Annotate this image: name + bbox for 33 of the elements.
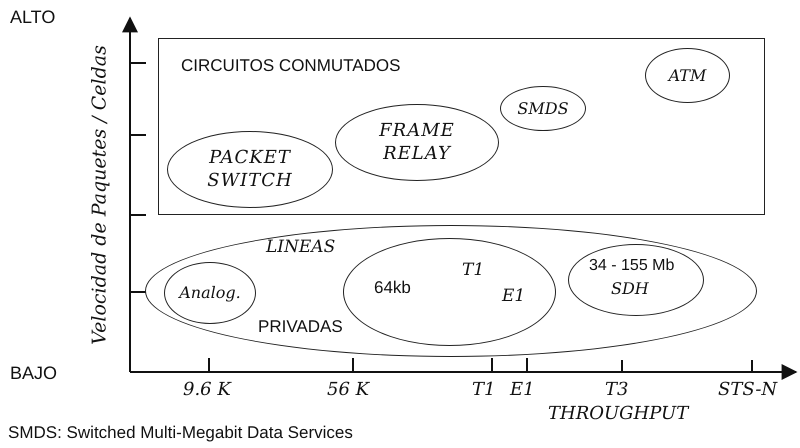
technology-ellipse (568, 244, 704, 316)
node-label: ATM (668, 66, 706, 86)
axis-title: THROUGHPUT (548, 404, 688, 424)
node-label: PACKET SWITCH (206, 147, 294, 192)
node-label: SDH (611, 280, 649, 298)
node-label: Analog. (179, 283, 241, 303)
private-lines-ellipse (145, 225, 757, 357)
level-label: BAJO (10, 364, 58, 384)
node-label: FRAME RELAY (378, 120, 456, 165)
axis-title: Velocidad de Paquetes / Celdas (90, 45, 110, 345)
level-label: ALTO (10, 8, 56, 28)
caption: SMDS: Switched Multi-Megabit Data Services (8, 424, 353, 443)
group-title: CIRCUITOS CONMUTADOS (181, 57, 400, 76)
technology-ellipse (500, 86, 586, 131)
node-label: LINEAS (266, 238, 336, 257)
node-label: 34 - 155 Mb (589, 257, 674, 275)
technology-ellipse (167, 131, 333, 208)
node-label: SMDS (517, 98, 569, 118)
technology-ellipse (645, 48, 730, 103)
technology-ellipse (335, 104, 499, 181)
technology-ellipse (343, 238, 556, 346)
tick-label: 9.6 K (183, 380, 231, 400)
tick-label: T3 (605, 380, 628, 400)
node-label: T1 (462, 261, 484, 280)
tick-label: STS-N (718, 380, 778, 400)
tick-label: T1 (472, 380, 496, 400)
tick-label: 56 K (327, 380, 370, 400)
node-label: PRIVADAS (258, 318, 343, 337)
node-label: E1 (502, 287, 526, 306)
node-label: 64kb (374, 279, 411, 298)
switched-circuits-panel (158, 38, 765, 215)
technology-ellipse (164, 262, 256, 324)
tick-label: E1 (510, 380, 535, 400)
